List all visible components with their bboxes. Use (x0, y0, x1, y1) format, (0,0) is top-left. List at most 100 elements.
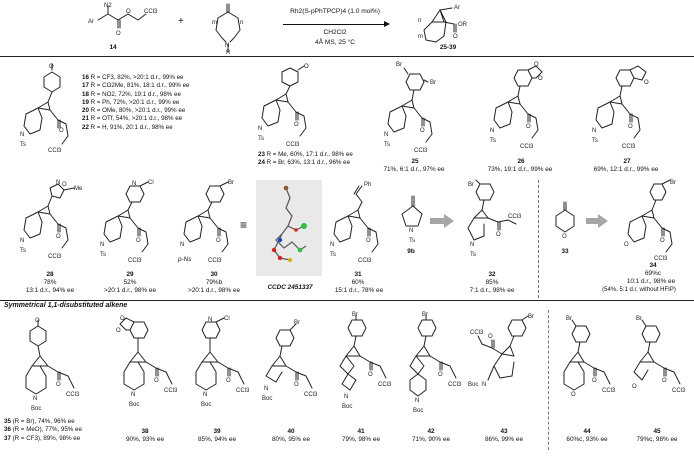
gray-arrow-9b (430, 214, 454, 228)
svg-text:Br: Br (422, 312, 428, 318)
compound-28-yield: 78% (43, 279, 57, 286)
svg-text:CCl3: CCl3 (602, 388, 616, 394)
compound-34-result: 10:1 d.r., 98% ee (626, 278, 676, 285)
svg-text:Ar: Ar (454, 5, 460, 11)
ccdc-label: CCDC 2451337 (267, 284, 313, 291)
svg-text:CCl3: CCl3 (672, 388, 686, 394)
compound-45-structure: Br O O CCl3 (622, 316, 692, 416)
svg-text:Cl: Cl (224, 316, 230, 322)
svg-text:Ts: Ts (409, 238, 415, 244)
svg-text:Cl: Cl (148, 180, 154, 186)
compound-35-37-structure: O N Boc O CCl3 (12, 316, 86, 416)
compound-30-yield: 79%b (205, 279, 223, 286)
svg-text:Ar: Ar (88, 19, 94, 25)
svg-text:O: O (294, 122, 299, 128)
svg-text:CCl3: CCl3 (358, 258, 372, 264)
list-item: 24 R = Br, 63%, 13:1 d.r., 96% ee (258, 159, 351, 167)
svg-text:R: R (226, 50, 231, 56)
svg-text:N: N (20, 238, 24, 244)
compound-26-structure: O O N Ts O CCl3 (484, 60, 558, 160)
svg-text:Ph: Ph (364, 182, 371, 188)
compound-38-result: 90%, 93% ee (125, 436, 165, 443)
svg-text:Ts: Ts (592, 138, 598, 144)
svg-text:O: O (420, 128, 425, 134)
crystal-structure-image (256, 180, 322, 276)
svg-text:m: m (418, 34, 423, 40)
svg-text:Boc: Boc (413, 408, 423, 414)
compound-28-result: 13:1 d.r., 94% ee (25, 287, 75, 294)
svg-text:N: N (592, 128, 596, 134)
svg-text:O: O (226, 378, 231, 384)
compound-40-label: 40 (287, 428, 295, 435)
svg-text:Boc: Boc (31, 406, 41, 412)
list-item: 35 (R = Br), 74%, 96% ee (4, 418, 75, 425)
svg-text:m: m (212, 20, 217, 26)
svg-text:CCl3: CCl3 (414, 148, 428, 154)
compound-31-result: 15:1 d.r., 78% ee (334, 287, 384, 294)
solvent-label: CH2Cl2 (323, 29, 347, 36)
svg-text:O: O (628, 124, 633, 130)
svg-text:Br: Br (294, 320, 300, 326)
compound-26-result: 73%, 19:1 d.r., 99% ee (487, 166, 553, 173)
compound-31-label: 31 (354, 271, 362, 278)
svg-text:Ts: Ts (490, 138, 496, 144)
plus-sign: + (178, 16, 184, 27)
svg-text:CCl3: CCl3 (520, 144, 534, 150)
compound-9b-label: 9b (407, 248, 415, 255)
svg-text:O: O (488, 334, 493, 340)
svg-text:N: N (470, 242, 474, 248)
svg-text:O: O (438, 372, 443, 378)
svg-text:CCl3: CCl3 (448, 382, 462, 388)
svg-text:Br: Br (566, 316, 572, 322)
svg-text:Ts: Ts (20, 248, 26, 254)
compound-16-22-structure: O N Ts O CCl3 (4, 62, 79, 158)
svg-text:N2: N2 (104, 3, 112, 9)
svg-text:O: O (662, 378, 667, 384)
svg-text:Ts: Ts (384, 142, 390, 148)
svg-text:O: O (49, 64, 54, 70)
compound-32-result: 7:1 d.r., 98% ee (469, 287, 515, 294)
svg-text:Boc: Boc (342, 404, 352, 410)
svg-text:CCl3: CCl3 (164, 388, 178, 394)
gray-arrow-33 (586, 214, 608, 228)
svg-text:Ts: Ts (330, 252, 336, 258)
svg-text:O: O (534, 62, 539, 68)
section-separator (0, 300, 694, 301)
compound-32-structure: Br N Ts O CCl3 (456, 179, 526, 270)
svg-text:O: O (624, 242, 629, 248)
compound-34-structure: Br O O CCl3 (610, 179, 690, 262)
svg-text:O: O (632, 384, 637, 390)
compound-29-label: 29 (126, 271, 134, 278)
svg-text:n: n (240, 20, 243, 26)
list-item: 22 R = H, 91%, 20:1 d.r., 98% ee (82, 123, 173, 131)
compound-32-yield: 85% (485, 279, 499, 286)
list-item: 20 R = OMe, 80%, >20:1 d.r., 99% ee (82, 107, 186, 115)
svg-text:O: O (120, 316, 125, 322)
svg-text:N: N (482, 382, 486, 388)
list-item: 16 R = CF3, 82%, >20:1 d.r., 99% ee (82, 74, 184, 81)
svg-text:Br: Br (396, 62, 402, 68)
list-item: 37 (R = CF3), 89%, 98% ee (4, 434, 81, 442)
svg-text:N: N (330, 242, 334, 248)
svg-text:CCl3: CCl3 (48, 148, 62, 154)
compound-40-result: 80%, 95% ee (271, 436, 311, 443)
svg-text:N: N (180, 242, 184, 248)
compound-40-structure: Br N Boc O CCl3 (256, 316, 326, 416)
svg-text:N: N (490, 128, 494, 134)
list-item: 19 R = Ph, 72%, >20:1 d.r., 99% ee (82, 98, 180, 106)
svg-text:O: O (126, 9, 131, 15)
svg-text:Br: Br (430, 80, 436, 86)
compound-26-label: 26 (517, 158, 525, 165)
svg-text:N: N (208, 317, 212, 323)
svg-text:N: N (20, 132, 24, 138)
svg-text:n: n (418, 18, 421, 24)
compound-25-structure: Br Br N Ts O CCl3 (380, 60, 450, 160)
compound-35-37-list: 35 (R = Br), 74%, 96% ee 36 (R = MeO), 7… (4, 418, 82, 443)
svg-text:N: N (344, 394, 348, 400)
catalyst-label: Rh2(S-pPhTPCP)4 (1.0 mol%) (290, 8, 380, 15)
compound-41-label: 41 (357, 428, 365, 435)
svg-text:N: N (384, 132, 388, 138)
svg-text:CCl3: CCl3 (128, 258, 142, 264)
svg-text:O: O (660, 238, 665, 244)
svg-text:CCl3: CCl3 (48, 254, 62, 260)
